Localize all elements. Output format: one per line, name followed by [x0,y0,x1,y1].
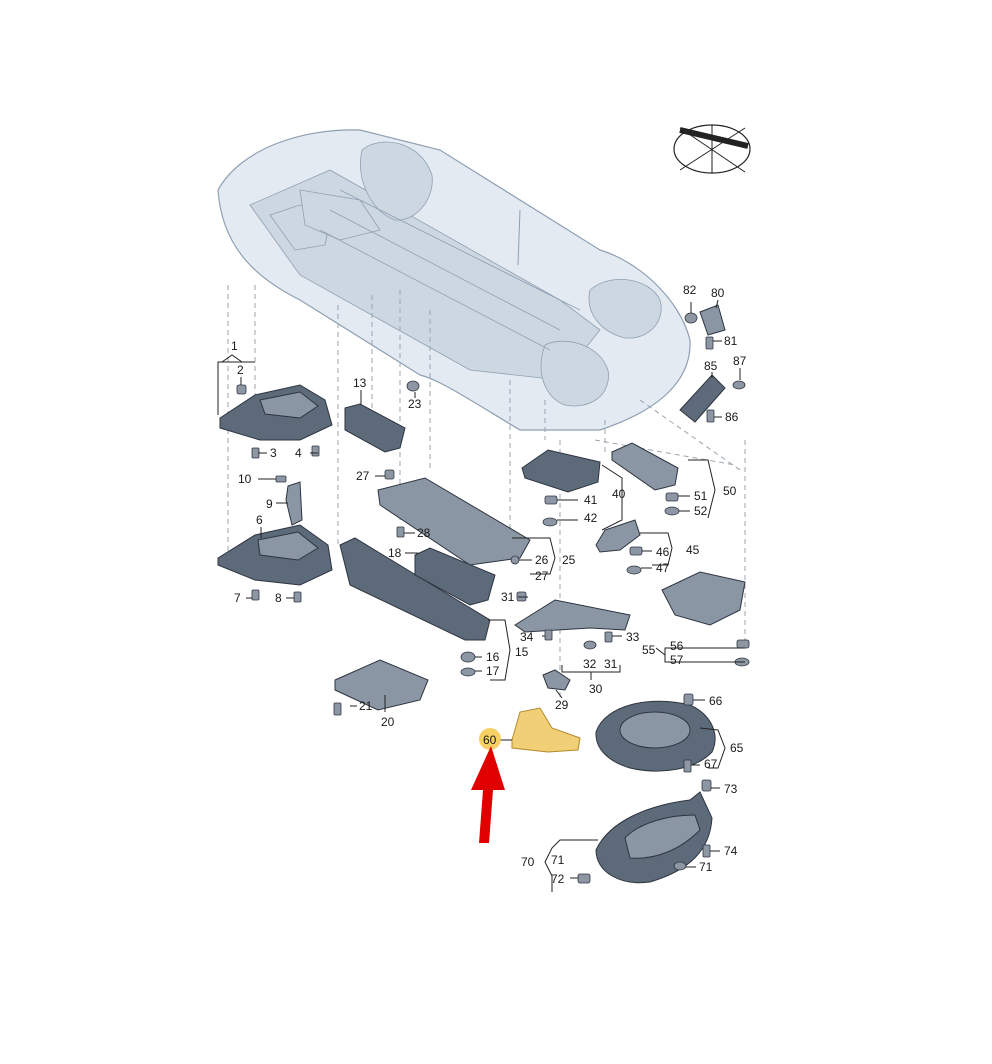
label-55: 55 [642,643,656,657]
label-65: 65 [730,741,744,755]
label-40: 40 [612,487,626,501]
label-81: 81 [724,334,738,348]
label-9: 9 [266,497,273,511]
red-arrow-icon [471,746,505,843]
label-45: 45 [686,543,700,557]
label-60: 60 [483,733,497,747]
car-body-underside [217,129,691,431]
label-1: 1 [231,339,238,353]
label-16: 16 [486,650,500,664]
part-65-wheel-housing [595,700,716,772]
label-72: 72 [551,872,565,886]
label-8: 8 [275,591,282,605]
label-21: 21 [359,699,373,713]
label-87: 87 [733,354,747,368]
label-27-upper: 27 [356,469,370,483]
label-26: 26 [535,553,549,567]
orientation-symbol [673,124,751,174]
label-66: 66 [709,694,723,708]
part-13-heat-shield [344,403,406,453]
part-1-front-shield [219,384,333,441]
label-34: 34 [520,630,534,644]
highlight-marker [479,728,501,750]
label-70: 70 [521,855,535,869]
label-2: 2 [237,363,244,377]
label-41: 41 [584,493,598,507]
part-70-wheel-liner [595,791,713,884]
label-27-lower: 27 [535,569,549,583]
label-71-left: 71 [551,853,565,867]
part-15-side-trim [339,537,491,641]
part-45-bracket [595,519,641,553]
label-74: 74 [724,844,738,858]
part-60-highlighted-shield [511,707,581,753]
label-28: 28 [417,526,431,540]
part-80-bracket [699,304,726,336]
label-31-right: 31 [604,657,618,671]
label-17: 17 [486,664,500,678]
label-82: 82 [683,283,697,297]
part-18-cover [414,547,496,606]
label-32: 32 [583,657,597,671]
label-31-left: 31 [501,590,515,604]
leader-lines [217,299,745,892]
label-57: 57 [670,653,684,667]
part-85-bracket [679,374,726,423]
part-55-rear-shield [661,571,746,626]
fasteners [236,312,750,884]
label-85: 85 [704,359,718,373]
part-20-floor-panel [334,659,429,711]
label-15: 15 [515,645,529,659]
label-80: 80 [711,286,725,300]
label-56: 56 [670,639,684,653]
label-10: 10 [238,472,252,486]
part-9-bracket [285,481,303,526]
label-33: 33 [626,630,640,644]
label-42: 42 [584,511,598,525]
part-6-engine-shield [217,524,333,586]
label-86: 86 [725,410,739,424]
label-6: 6 [256,513,263,527]
label-13: 13 [353,376,367,390]
label-3: 3 [270,446,277,460]
label-50: 50 [723,484,737,498]
part-40-bracket [521,449,601,493]
part-50-shield [611,442,679,491]
part-25-center-panel [377,477,531,566]
assembly-guide-lines [227,285,746,700]
part-labels: 1 2 3 4 10 9 6 7 8 13 23 27 28 18 26 25 … [231,283,747,886]
part-30-bracket [514,599,631,633]
label-52: 52 [694,504,708,518]
label-47: 47 [656,561,670,575]
label-7: 7 [234,591,241,605]
label-67: 67 [704,757,718,771]
part-29-holder [542,669,571,691]
label-51: 51 [694,489,708,503]
label-71-right: 71 [699,860,713,874]
label-23: 23 [408,397,422,411]
label-73: 73 [724,782,738,796]
label-25: 25 [562,553,576,567]
label-46: 46 [656,545,670,559]
label-30: 30 [589,682,603,696]
label-18: 18 [388,546,402,560]
label-20: 20 [381,715,395,729]
label-29: 29 [555,698,569,712]
label-4: 4 [295,446,302,460]
